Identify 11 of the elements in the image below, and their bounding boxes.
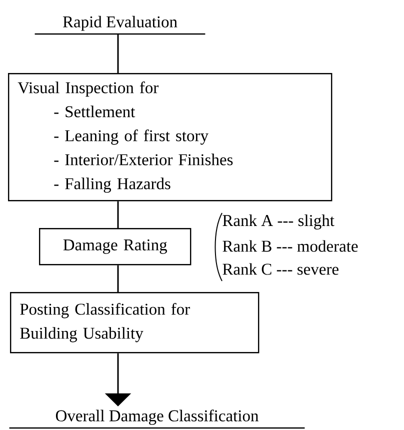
rank-label: Rank A --- slight	[222, 214, 334, 230]
process-box: Posting Classification for Building Usability	[10, 292, 260, 354]
connector-line	[117, 265, 119, 292]
rank-label: Rank B --- moderate	[222, 240, 358, 252]
underlined-heading: Overall Damage Classification	[9, 410, 305, 429]
process-box: Damage Rating	[39, 228, 192, 266]
connector-line	[117, 34, 119, 73]
rank-label: Rank C --- severe	[222, 263, 338, 275]
connector-line	[117, 201, 119, 228]
underlined-heading: Rapid Evaluation	[34, 16, 206, 35]
inspection-box: Visual Inspection for - Settlement - Leaning of first story - Interior/Exterior Finishes - Falling Hazards	[8, 73, 332, 202]
